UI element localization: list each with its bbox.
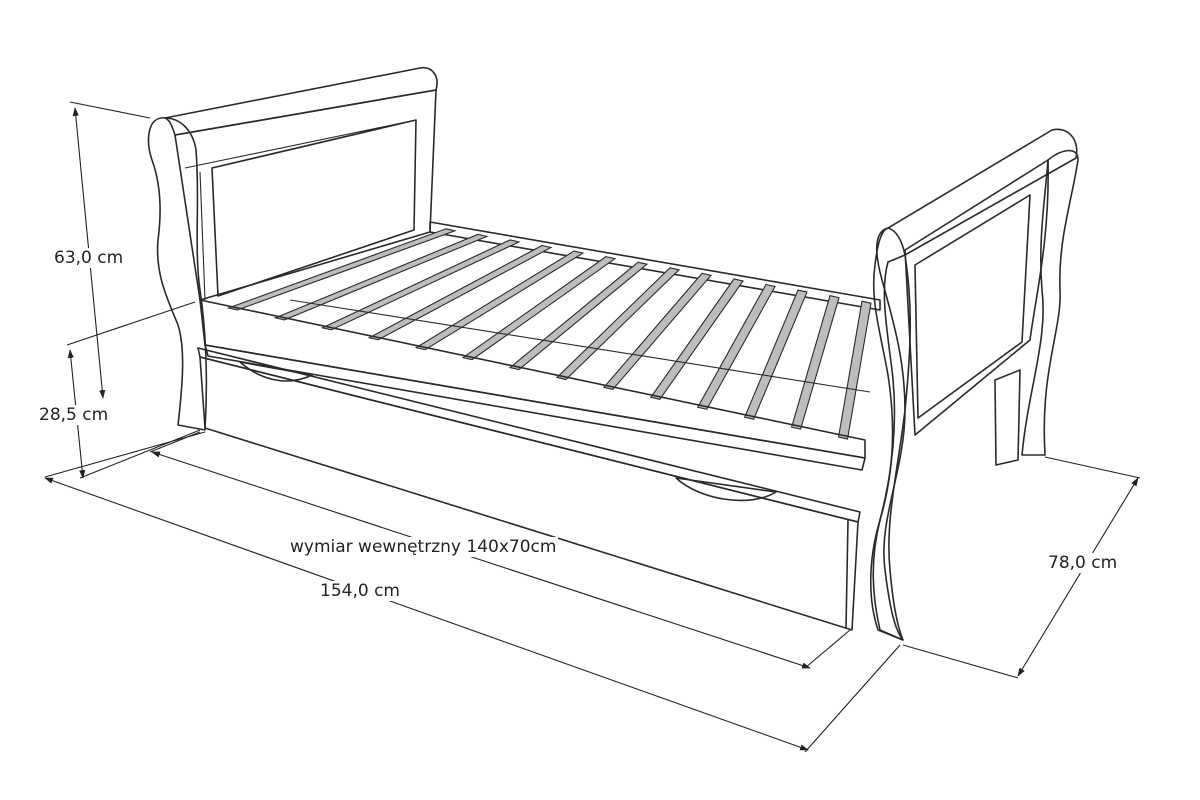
slat xyxy=(367,244,553,341)
slat xyxy=(508,261,649,371)
slat xyxy=(555,267,681,381)
label-length: 154,0 cm xyxy=(318,581,402,601)
footboard-right-scroll xyxy=(1021,149,1079,456)
slat xyxy=(226,228,457,311)
dimension-lines xyxy=(44,101,1141,753)
footboard-panel xyxy=(914,194,1031,419)
footboard-frame xyxy=(904,159,1049,436)
slat xyxy=(696,283,776,410)
label-inner-dimension: wymiar wewnętrzny 140x70cm xyxy=(288,537,559,557)
slat xyxy=(837,300,872,440)
dim-width xyxy=(1017,477,1139,677)
footboard-top-rail xyxy=(887,128,1078,256)
slat xyxy=(790,294,840,430)
label-width: 78,0 cm xyxy=(1046,553,1120,573)
bed-slats xyxy=(226,221,881,440)
slat xyxy=(273,233,489,321)
headboard-scroll-post xyxy=(147,117,208,431)
label-frame-height: 28,5 cm xyxy=(37,405,111,425)
label-headboard-height: 63,0 cm xyxy=(52,248,126,268)
front-side-rail xyxy=(199,299,866,471)
slat xyxy=(649,278,744,400)
slat xyxy=(320,239,521,331)
slat xyxy=(414,250,585,351)
footboard-left-scroll xyxy=(869,227,906,641)
footboard xyxy=(869,128,1079,641)
slat xyxy=(602,272,713,391)
dim-length xyxy=(44,477,809,751)
headboard-panel xyxy=(211,119,417,297)
